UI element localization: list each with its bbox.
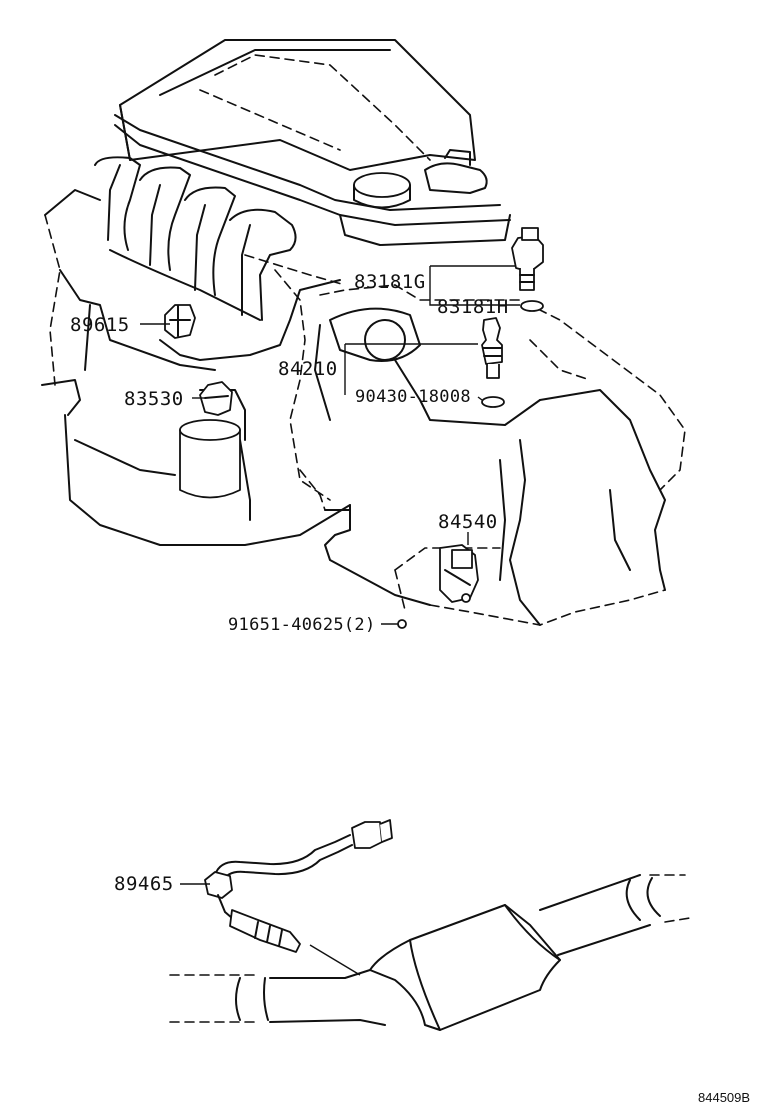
- label-91651-40625: 91651-40625(2): [228, 615, 376, 635]
- screw-91651-40625: [397, 619, 407, 629]
- sensor-83181G: [511, 227, 544, 291]
- engine-assembly: [41, 39, 511, 546]
- label-83181G: 83181G: [354, 271, 426, 293]
- exhaust-assembly: [169, 819, 691, 1031]
- intake-manifold: [299, 284, 686, 626]
- label-83530: 83530: [124, 388, 184, 410]
- part-labels: 89615 83530 83181G 83181H 84210 90430-18…: [70, 271, 509, 895]
- gasket-83181H: [520, 300, 544, 312]
- label-89615: 89615: [70, 314, 130, 336]
- gasket-90430-18008: [481, 396, 505, 408]
- knock-sensor-89615: [164, 304, 196, 339]
- label-83181H: 83181H: [437, 296, 509, 318]
- oil-pressure-switch-83530: [199, 381, 233, 416]
- label-84540: 84540: [438, 511, 498, 533]
- label-84210: 84210: [278, 358, 338, 380]
- sensor-84210: [481, 317, 503, 379]
- reference-code: 844509B: [698, 1090, 750, 1105]
- throttle-position-sensor-84540: [439, 544, 479, 603]
- leader-lines: [140, 265, 520, 625]
- label-89465: 89465: [114, 873, 174, 895]
- label-90430-18008: 90430-18008: [355, 387, 471, 407]
